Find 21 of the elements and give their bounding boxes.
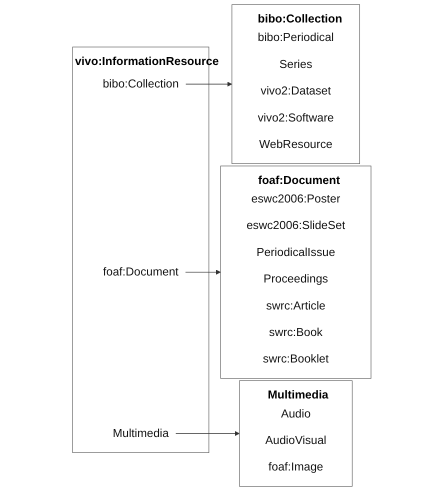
node-text: bibo:Collection [102, 78, 180, 91]
arrow [186, 82, 232, 87]
node-text: vivo2:Dataset [260, 84, 332, 98]
node-text: bibo:Periodical [258, 31, 334, 44]
node-text: foaf:Image [268, 460, 324, 474]
node-text: swrc:Book [269, 326, 323, 339]
arrow [185, 270, 222, 275]
node-text: swrc:Booklet [263, 352, 329, 366]
node-text: PeriodicalIssue [256, 246, 336, 259]
node-text: eswc2006:SlideSet [246, 219, 346, 232]
node-text: Proceedings [264, 272, 328, 286]
node-text: Series [280, 58, 312, 71]
node-text: Multimedia [112, 427, 170, 440]
arrow [176, 430, 240, 436]
node-text: swrc:Article [266, 299, 326, 312]
node-text: AudioVisual [265, 434, 327, 447]
node-text: eswc2006:Poster [251, 192, 341, 206]
node-text: vivo2:Software [258, 111, 334, 124]
node-text: WebResource [259, 138, 333, 151]
node-text: foaf:Document [103, 266, 179, 279]
node-text: Audio [281, 407, 311, 420]
